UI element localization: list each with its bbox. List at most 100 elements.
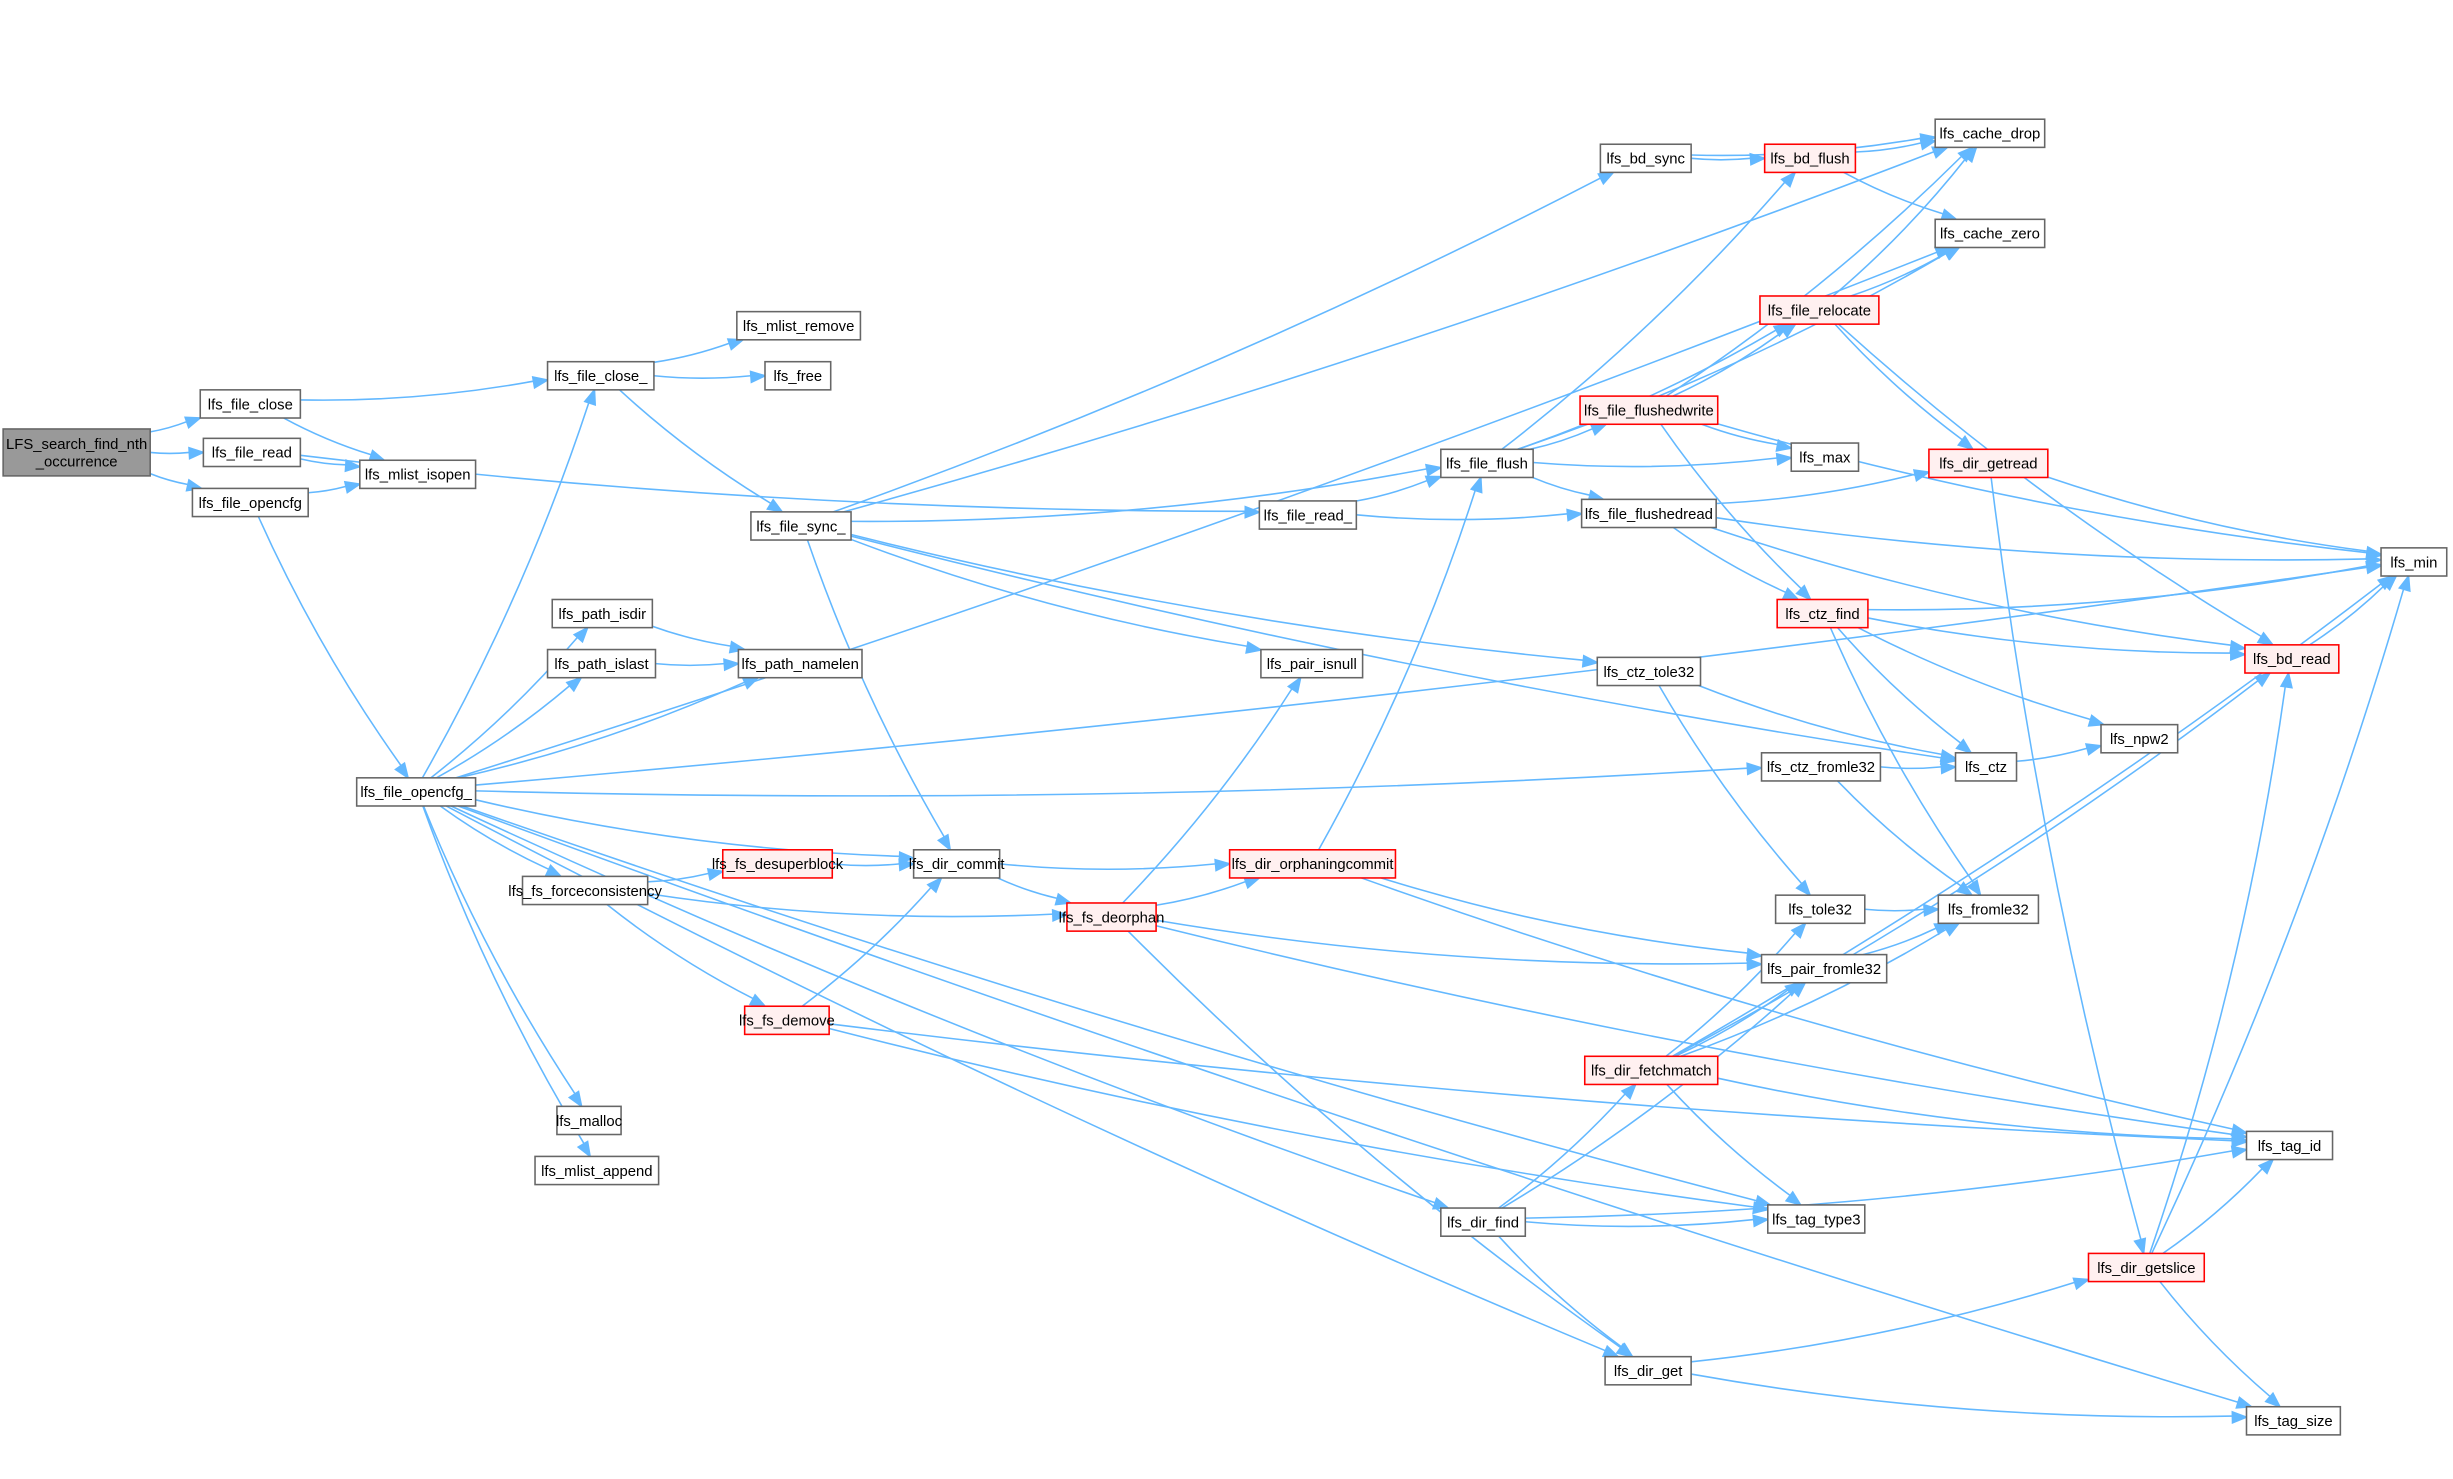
node-path-isdir[interactable]: lfs_path_isdir (551, 598, 654, 629)
node-box[interactable] (1760, 752, 1882, 782)
node-box[interactable] (359, 459, 477, 490)
node-dir-orphaningcommit[interactable]: lfs_dir_orphaningcommit (1228, 849, 1397, 879)
node-file-flushedwrite[interactable]: lfs_file_flushedwrite (1579, 395, 1719, 426)
node-fs-demove[interactable]: lfs_fs_demove (739, 1005, 835, 1036)
node-box[interactable] (912, 849, 1001, 879)
node-box[interactable] (1440, 1207, 1527, 1237)
node-tag-id[interactable]: lfs_tag_id (2245, 1130, 2334, 1161)
node-cache-zero[interactable]: lfs_cache_zero (1934, 218, 2046, 249)
node-bd-sync[interactable]: lfs_bd_sync (1599, 143, 1692, 174)
node-malloc[interactable]: lfs_malloc (556, 1105, 623, 1136)
node-bd-read[interactable]: lfs_bd_read (2244, 644, 2340, 674)
node-box[interactable] (1258, 500, 1358, 530)
node-ctz[interactable]: lfs_ctz (1954, 752, 2018, 782)
node-ctz-fromle32[interactable]: lfs_ctz_fromle32 (1760, 752, 1882, 782)
node-box[interactable] (1928, 448, 2049, 479)
node-fs-deorphan[interactable]: lfs_fs_deorphan (1059, 902, 1165, 932)
node-ctz-tole32[interactable]: lfs_ctz_tole32 (1596, 656, 1702, 687)
node-box[interactable] (750, 511, 852, 541)
node-tole32[interactable]: lfs_tole32 (1774, 894, 1866, 925)
node-dir-fetchmatch[interactable]: lfs_dir_fetchmatch (1583, 1055, 1719, 1086)
node-ctz-find[interactable]: lfs_ctz_find (1776, 598, 1869, 629)
node-box[interactable] (1579, 395, 1719, 426)
node-path-islast[interactable]: lfs_path_islast (546, 648, 657, 679)
node-box[interactable] (1066, 902, 1157, 932)
node-file-read-[interactable]: lfs_file_read_ (1258, 500, 1358, 530)
node-pair-fromle32[interactable]: lfs_pair_fromle32 (1760, 953, 1888, 984)
node-box[interactable] (1759, 295, 1880, 325)
node-path-namelen[interactable]: lfs_path_namelen (737, 648, 863, 679)
node-box[interactable] (521, 875, 649, 906)
node-fs-desuperblock[interactable]: lfs_fs_desuperblock (712, 849, 844, 879)
node-file-flush[interactable]: lfs_file_flush (1440, 448, 1534, 479)
node-box[interactable] (546, 648, 657, 679)
node-box[interactable] (1954, 752, 2018, 782)
node-box[interactable] (1228, 849, 1397, 879)
node-box[interactable] (534, 1155, 660, 1186)
node-bd-flush[interactable]: lfs_bd_flush (1763, 143, 1857, 174)
node-box[interactable] (355, 777, 477, 807)
node-box[interactable] (2380, 547, 2448, 577)
node-box[interactable] (2100, 723, 2179, 754)
node-box[interactable] (2087, 1252, 2206, 1283)
node-box[interactable] (2245, 1405, 2342, 1436)
node-file-close[interactable]: lfs_file_close (199, 389, 302, 419)
node-mlist-isopen[interactable]: lfs_mlist_isopen (359, 459, 477, 490)
node-file-close-[interactable]: lfs_file_close_ (546, 360, 655, 391)
node-file-opencfg[interactable]: lfs_file_opencfg (191, 487, 309, 518)
node-mlist-remove[interactable]: lfs_mlist_remove (736, 310, 862, 341)
node-tag-type3[interactable]: lfs_tag_type3 (1767, 1204, 1866, 1234)
node-pair-isnull[interactable]: lfs_pair_isnull (1260, 648, 1364, 679)
node-box[interactable] (1763, 143, 1857, 174)
node-file-opencfg-[interactable]: lfs_file_opencfg_ (355, 777, 477, 807)
node-box[interactable] (1440, 448, 1534, 479)
node-box[interactable] (546, 360, 655, 391)
node-box[interactable] (721, 849, 834, 879)
node-box[interactable] (551, 598, 654, 629)
node-fromle32[interactable]: lfs_fromle32 (1937, 894, 2040, 925)
node-box[interactable] (1776, 598, 1869, 629)
node-mlist-append[interactable]: lfs_mlist_append (534, 1155, 660, 1186)
node-dir-get[interactable]: lfs_dir_get (1604, 1355, 1692, 1386)
node-box[interactable] (1583, 1055, 1719, 1086)
node-box[interactable] (556, 1105, 622, 1136)
node-tag-size[interactable]: lfs_tag_size (2245, 1405, 2342, 1436)
node-dir-getread[interactable]: lfs_dir_getread (1928, 448, 2049, 479)
node-box[interactable] (1604, 1355, 1692, 1386)
node-box[interactable] (199, 389, 302, 419)
node-box[interactable] (764, 360, 832, 391)
node-dir-commit[interactable]: lfs_dir_commit (909, 849, 1006, 879)
node-box[interactable] (2, 428, 151, 477)
node-box[interactable] (191, 487, 309, 518)
node-box[interactable] (1580, 498, 1717, 529)
node-file-flushedread[interactable]: lfs_file_flushedread (1580, 498, 1717, 529)
node-box[interactable] (1260, 648, 1364, 679)
node-box[interactable] (1790, 442, 1860, 472)
node-dir-find[interactable]: lfs_dir_find (1440, 1207, 1527, 1237)
node-cache-drop[interactable]: lfs_cache_drop (1934, 118, 2046, 149)
node-box[interactable] (1934, 218, 2046, 249)
node-box[interactable] (1934, 118, 2046, 149)
node-root[interactable]: LFS_search_find_nth_occurrence (2, 428, 151, 477)
node-box[interactable] (736, 310, 862, 341)
node-box[interactable] (743, 1005, 830, 1036)
node-box[interactable] (1599, 143, 1692, 174)
node-box[interactable] (737, 648, 863, 679)
node-box[interactable] (1760, 953, 1888, 984)
node-box[interactable] (1937, 894, 2040, 925)
node-box[interactable] (1767, 1204, 1866, 1234)
node-box[interactable] (1596, 656, 1702, 687)
node-file-read[interactable]: lfs_file_read (202, 437, 302, 468)
node-free[interactable]: lfs_free (764, 360, 832, 391)
node-file-relocate[interactable]: lfs_file_relocate (1759, 295, 1880, 325)
node-box[interactable] (2244, 644, 2340, 674)
node-file-sync-[interactable]: lfs_file_sync_ (750, 511, 852, 541)
node-box[interactable] (202, 437, 302, 468)
node-box[interactable] (2245, 1130, 2334, 1161)
node-box[interactable] (1774, 894, 1866, 925)
node-min[interactable]: lfs_min (2380, 547, 2448, 577)
node-dir-getslice[interactable]: lfs_dir_getslice (2087, 1252, 2206, 1283)
node-max[interactable]: lfs_max (1790, 442, 1860, 472)
node-fs-forceconsistency[interactable]: lfs_fs_forceconsistency (508, 875, 662, 906)
node-npw2[interactable]: lfs_npw2 (2100, 723, 2179, 754)
